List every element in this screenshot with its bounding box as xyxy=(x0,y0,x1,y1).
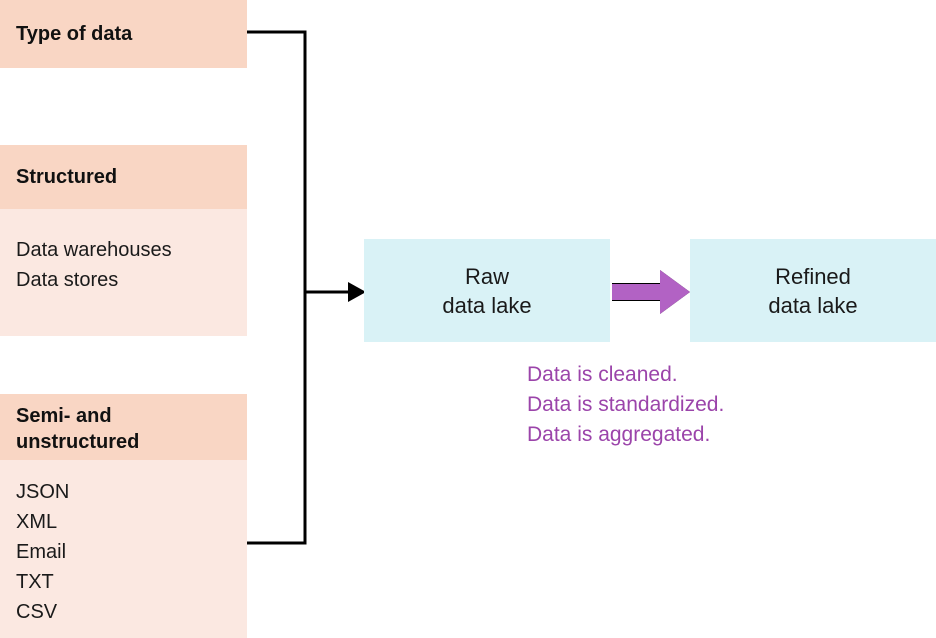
list-item: XML xyxy=(16,511,58,533)
page-title: Type of data xyxy=(16,22,133,45)
list-item: Email xyxy=(16,541,67,563)
list-item: Data stores xyxy=(16,269,119,291)
section-header-structured-line-1: Structured xyxy=(16,165,118,188)
panel-title-band: Type of data xyxy=(0,0,247,68)
list-item: CSV xyxy=(16,601,58,623)
list-item: Data warehouses xyxy=(16,239,172,261)
transform-arrow xyxy=(612,270,690,314)
raw-data-lake-box: Raw data lake xyxy=(364,239,610,342)
refined-data-lake-label-line-1: Refined xyxy=(775,263,851,289)
raw-data-lake-label-line-2: data lake xyxy=(442,292,532,318)
section-header-structured: Structured xyxy=(0,145,247,209)
purple-right-arrow-glyph xyxy=(612,270,690,314)
bracket-path xyxy=(247,30,307,545)
refined-data-lake-box: Refined data lake xyxy=(690,239,936,342)
transform-caption-line-1: Data is cleaned. xyxy=(527,363,678,386)
section-header-semi-unstructured-line-2: unstructured xyxy=(16,431,140,453)
list-item: TXT xyxy=(16,571,54,593)
section-header-semi-unstructured-line-1: Semi- and xyxy=(16,405,112,427)
raw-data-lake-label-line-1: Raw xyxy=(464,263,509,289)
transform-caption: Data is cleaned. Data is standardized. D… xyxy=(527,360,724,450)
transform-caption-line-2: Data is standardized. xyxy=(527,393,725,416)
list-item: JSON xyxy=(16,481,70,503)
refined-data-lake-label-line-2: data lake xyxy=(768,292,858,318)
transform-caption-line-3: Data is aggregated. xyxy=(527,423,711,446)
section-header-semi-unstructured: Semi- and unstructured xyxy=(0,394,247,460)
section-body-semi-unstructured: JSON XML Email TXT CSV xyxy=(0,460,247,638)
section-body-structured: Data warehouses Data stores xyxy=(0,209,247,336)
